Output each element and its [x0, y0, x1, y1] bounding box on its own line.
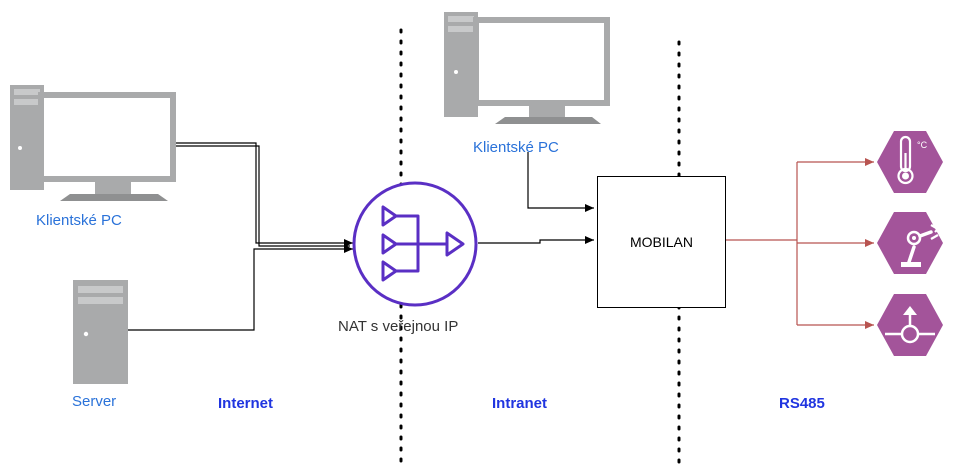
mobilan-label: MOBILAN	[629, 234, 693, 250]
valve-icon	[877, 294, 943, 356]
robot-arm-icon	[877, 212, 943, 274]
server-icon	[73, 280, 128, 384]
connector-client-to-nat	[176, 142, 353, 247]
zone-label-intranet: Intranet	[492, 395, 548, 412]
client-pc-left-icon	[10, 85, 176, 201]
thermometer-sensor-icon: °C	[877, 131, 943, 193]
thermometer-unit: °C	[917, 140, 928, 150]
connector-client-top-to-mobilan	[527, 152, 594, 212]
zone-label-rs485: RS485	[779, 395, 825, 412]
zone-label-internet: Internet	[218, 395, 274, 412]
server-label: Server	[72, 393, 117, 410]
mobilan-node: MOBILAN	[597, 176, 726, 308]
connector-mobilan-to-devices	[726, 158, 874, 329]
connector-nat-to-mobilan	[478, 236, 594, 244]
client-pc-left-label: Klientské PC	[36, 212, 122, 229]
client-pc-top-label: Klientské PC	[473, 139, 559, 156]
nat-label: NAT s veřejnou IP	[338, 318, 459, 335]
client-pc-top-icon	[444, 12, 610, 124]
connector-server-to-nat	[128, 245, 353, 331]
nat-gateway-icon	[352, 181, 478, 307]
